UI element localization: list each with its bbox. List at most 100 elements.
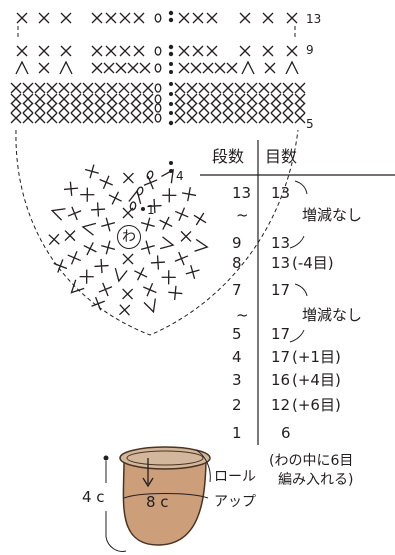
sc-stitch [82,102,94,114]
sc-stitch [122,172,134,184]
sc-stitch [239,12,251,24]
sc-stitch [46,112,58,124]
stitch-count-cell: 17 [271,348,291,366]
sc-stitch [180,230,192,242]
row-label-13: 13 [306,12,322,26]
sc-stitch [186,112,198,124]
note-cell: 増減なし [302,306,363,324]
sc-stitch [46,82,58,94]
inc-stitch [161,168,174,184]
sc-stitch [174,112,186,124]
sc-stitch [105,12,117,24]
sc-stitch [99,175,113,190]
round-cell: 4 [232,348,242,366]
sc-stitch [84,164,99,179]
sc-stitch [142,112,154,124]
sc-stitch [264,62,276,74]
sc-stitch [198,93,210,105]
sc-stitch [82,82,94,94]
bag-sketch [103,446,211,552]
sc-stitch [58,82,70,94]
sc-stitch [118,93,130,105]
row-label-9: 9 [306,43,314,57]
sc-stitch [101,217,116,232]
sc-stitch [258,93,270,105]
sc-stitch [286,45,298,57]
sc-stitch [122,253,134,265]
sc-stitch [22,93,34,105]
sc-stitch [94,112,106,124]
sc-stitch [130,93,142,105]
sc-stitch [222,102,234,114]
sc-stitch [178,12,190,24]
sc-stitch [222,112,234,124]
sc-stitch [10,93,22,105]
sc-stitch [234,112,246,124]
sc-stitch [192,12,204,24]
note-cell: (+1目) [292,348,341,366]
height-label: 4 c [82,488,105,506]
sc-stitch [70,93,82,105]
sc-stitch [79,269,94,284]
sc-stitch [140,217,155,232]
sc-stitch [190,62,202,74]
sc-stitch [91,62,103,74]
sc-stitch [103,62,115,74]
chain-stitch [154,113,162,123]
sc-stitch [162,188,177,203]
sc-stitch [147,198,162,214]
sc-stitch [198,112,210,124]
round-cell: 9 [232,234,242,252]
sc-stitch [91,45,103,57]
round-cell: 8 [232,254,242,272]
sc-stitch [130,102,142,114]
sc-stitch [222,93,234,105]
row-label-5: 5 [306,117,314,131]
sc-stitch [16,12,28,24]
sc-stitch [94,258,109,274]
sc-stitch [10,112,22,124]
round-cell: 2 [232,396,242,414]
sc-stitch [34,102,46,114]
join-dots [168,10,174,126]
sc-stitch [294,93,306,105]
note-cell: (+6目) [292,396,341,414]
sc-stitch [282,82,294,94]
table-lines [200,140,395,445]
table-brackets [289,180,308,343]
sc-stitch [143,282,157,297]
sc-stitch [186,93,198,105]
sc-stitch [142,102,154,114]
stitch-count-cell: 13 [271,184,291,202]
sc-stitch [64,230,76,242]
sc-stitch [38,45,50,57]
sc-stitch [282,112,294,124]
sc-stitch [10,102,22,114]
sc-stitch [106,82,118,94]
sc-stitch [70,82,82,94]
inc-stitch [128,189,142,205]
sc-stitch [270,82,282,94]
sc-stitch [108,191,122,205]
sc-stitch [210,82,222,94]
sc-stitch [258,102,270,114]
sc-stitch [115,62,127,74]
sc-stitch [118,82,130,94]
sc-stitch [22,112,34,124]
sc-stitch [130,112,142,124]
sc-stitch [210,102,222,114]
stitch-count-cell: 6 [281,424,291,442]
sc-stitch [101,240,116,255]
sc-stitch [142,93,154,105]
sc-stitch [262,45,274,57]
inc-stitch [70,279,85,294]
footnote-line1: (わの中に6目 [269,453,354,469]
dashed-outlines [15,26,299,336]
sc-stitch [159,216,173,230]
sc-stitch [185,264,200,279]
sc-stitch [118,102,130,114]
sc-stitch [210,112,222,124]
round-label-1: 1 [147,203,155,217]
sc-stitch [140,240,155,255]
